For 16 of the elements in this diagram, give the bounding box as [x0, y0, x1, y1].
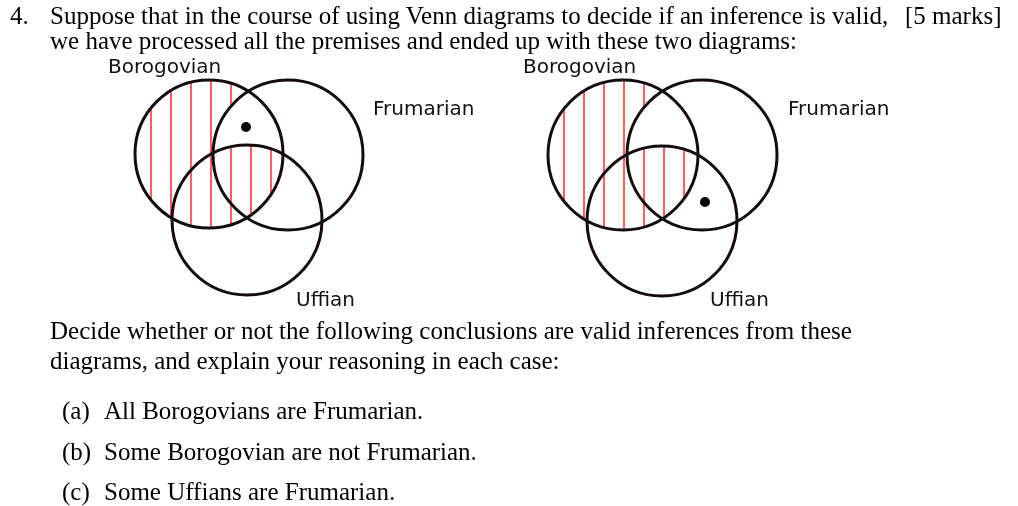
- question-number: 4.: [10, 3, 29, 28]
- set-label: Borogovian: [108, 56, 222, 76]
- set-label: Frumarian: [788, 98, 890, 118]
- set-label: Borogovian: [523, 56, 637, 76]
- marks-label: [5 marks]: [905, 3, 1002, 28]
- conclusion-text: Some Borogovian are not Frumarian.: [104, 438, 477, 466]
- set-label: Uffian: [710, 289, 769, 309]
- instruction-text: Decide whether or not the following conclusions are valid inferences from these diagrams, and explain your reasoning in each case:: [50, 316, 853, 376]
- conclusion-text: All Borogovians are Frumarian.: [104, 397, 424, 425]
- list-marker: (c): [62, 478, 90, 506]
- conclusion-text: Some Uffians are Frumarian.: [104, 478, 396, 506]
- set-label: Frumarian: [373, 98, 475, 118]
- list-marker: (b): [62, 438, 92, 466]
- list-marker: (a): [62, 397, 90, 425]
- question-text: Suppose that in the course of using Venn diagrams to decide if an inference is valid, we have processed all the premises and ended up with these two diagrams:: [50, 3, 890, 53]
- set-label: Uffian: [296, 289, 355, 309]
